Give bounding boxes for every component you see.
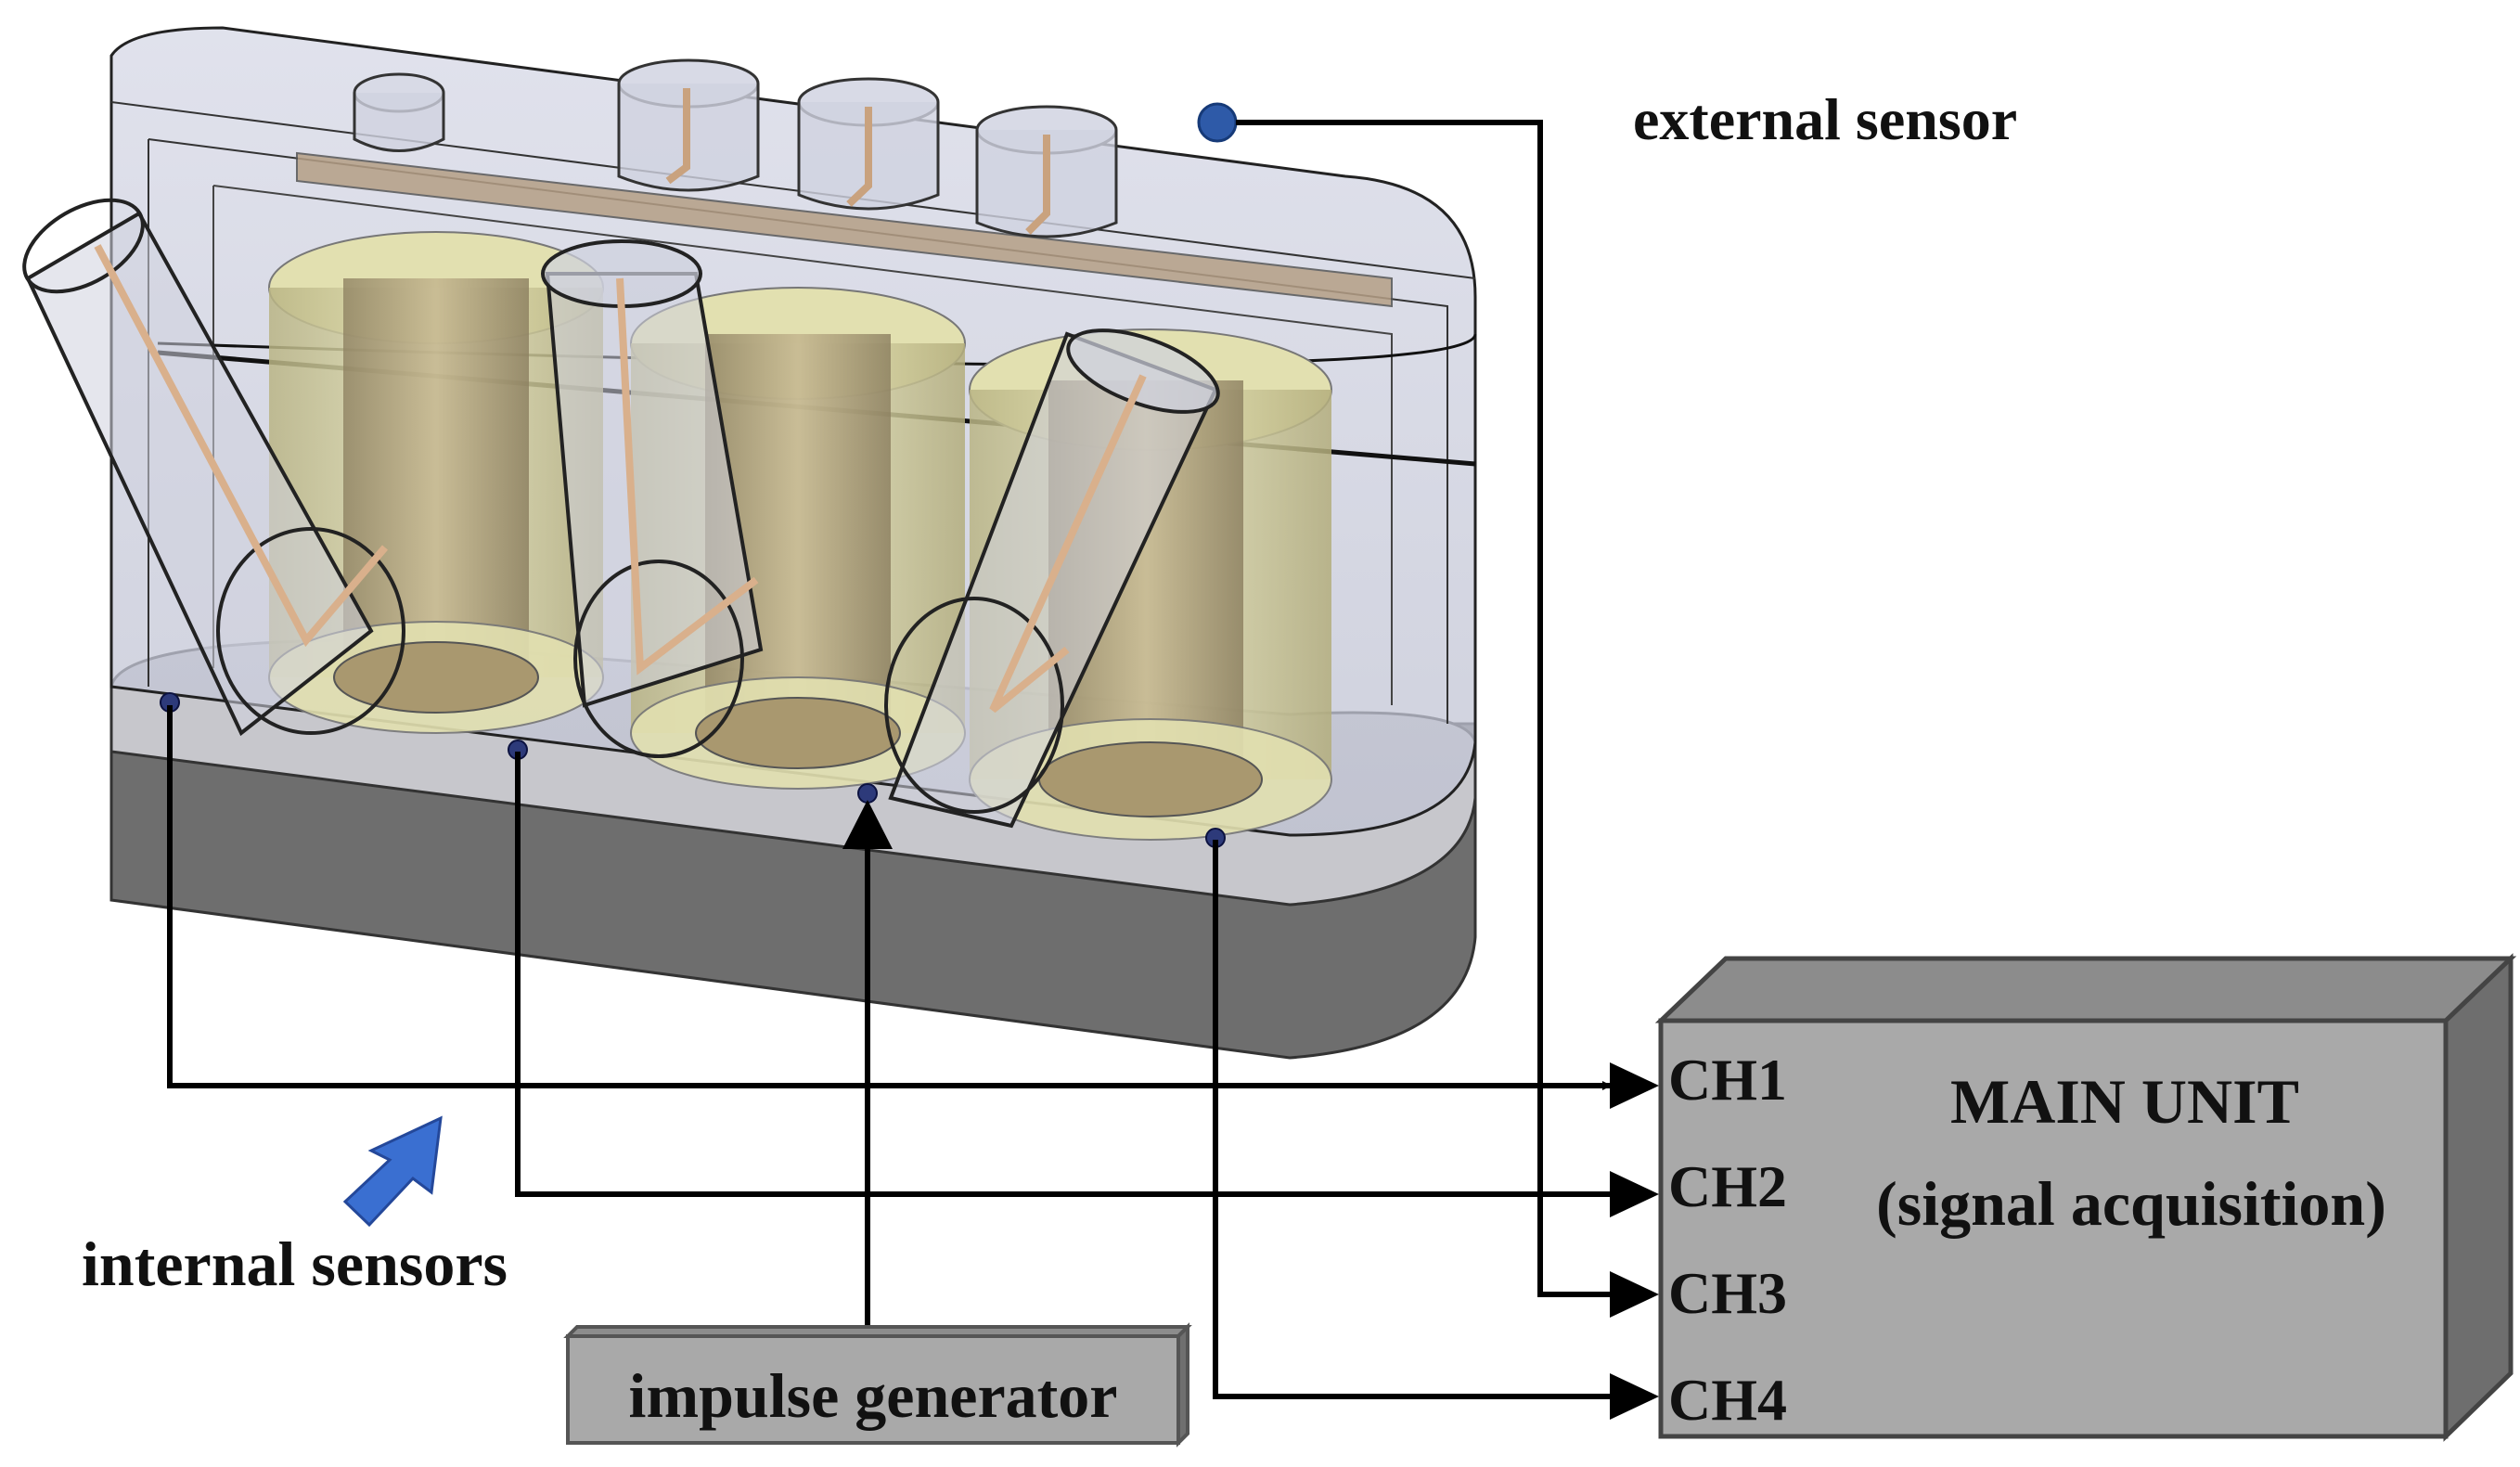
wire-ch2 [515,752,1610,1197]
channel-label-ch2: CH2 [1668,1153,1787,1219]
channel-label-ch1: CH1 [1668,1047,1787,1113]
main-unit-subtitle: (signal acquisition) [1876,1168,2386,1239]
main-unit-title: MAIN UNIT [1950,1066,2299,1137]
inclined-bushing-left [22,198,405,737]
wire-ch3-external [1236,120,1610,1297]
arrow-ch2 [1610,1171,1659,1217]
wire-ch1 [167,705,1612,1090]
channel-label-ch3: CH3 [1668,1260,1787,1326]
arrow-ch1 [1610,1062,1659,1109]
external-sensor [1197,102,1238,143]
main-unit-side-face [2443,953,2514,1442]
impulse-generator: impulse generator [563,1322,1192,1448]
blue-pointer-arrow [342,1115,443,1228]
arrow-ch4 [1610,1373,1659,1420]
top-bushing-4 [975,105,1118,238]
arrow-ch3 [1610,1271,1659,1318]
top-bushing-2 [617,58,760,192]
wire-ch4 [1213,840,1610,1399]
channel-label-ch4: CH4 [1668,1367,1787,1433]
main-unit-top-face [1654,956,2517,1023]
main-unit-front-face [1658,1018,2449,1439]
external-sensor-label: external sensor [1633,86,2017,152]
transformer-model [22,26,1477,1060]
top-bushing-3 [797,77,940,211]
arrow-impulse [842,800,893,849]
inclined-bushing-center [541,239,764,758]
main-unit: MAIN UNIT (signal acquisition) CH1 CH2 C… [1654,953,2517,1442]
inclined-bushing-right [884,328,1220,829]
impulse-generator-label: impulse generator [629,1360,1118,1431]
impulse-generator-box [566,1334,1180,1445]
internal-sensors-label: internal sensors [82,1229,508,1299]
top-bushing-1 [353,72,445,152]
signal-wires [167,120,1659,1420]
